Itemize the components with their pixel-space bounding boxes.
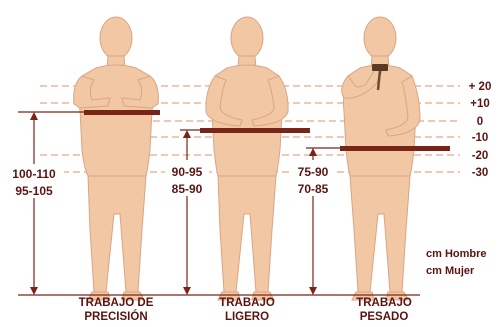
ref-label-plus-20: + 20 [469, 81, 492, 93]
figure-heavy-work [342, 17, 420, 300]
legs [88, 176, 146, 292]
arrow-up-icon [183, 130, 191, 138]
height-men-precision: 100-110 [12, 167, 56, 181]
caption-light-line1: TRABAJO [219, 297, 275, 309]
height-women-light: 85-90 [172, 182, 203, 196]
caption-precision-line1: TRABAJO DE [79, 297, 154, 309]
caption-heavy-line2: PESADO [360, 311, 409, 323]
arrow-up-icon [309, 148, 317, 156]
arrow-down-icon [309, 287, 317, 295]
head [231, 17, 263, 59]
ref-label-zero: 0 [477, 116, 483, 128]
surface-precision [84, 110, 160, 115]
legs [350, 176, 410, 292]
surface-heavy [340, 146, 450, 151]
ref-label-minus-30: -30 [472, 167, 489, 179]
height-men-heavy: 75-90 [298, 165, 329, 179]
ref-label-minus-20: -20 [472, 150, 489, 162]
caption-heavy-line1: TRABAJO [356, 297, 412, 309]
caption-precision-line2: PRECISIÓN [84, 310, 147, 323]
height-women-heavy: 70-85 [298, 182, 329, 196]
arrow-down-icon [30, 287, 38, 295]
ref-label-plus-10: +10 [470, 98, 490, 110]
head [100, 17, 132, 59]
ref-label-minus-10: -10 [472, 132, 489, 144]
legs [218, 176, 276, 292]
height-women-precision: 95-105 [15, 184, 53, 198]
caption-light-line2: LIGERO [225, 311, 269, 323]
legend-women: cm Mujer [426, 265, 475, 277]
height-men-light: 90-95 [172, 165, 203, 179]
figure-light-work [206, 17, 288, 300]
legend-men: cm Hombre [426, 248, 487, 260]
surface-light [200, 128, 310, 133]
arrow-up-icon [30, 112, 38, 120]
head [364, 17, 396, 59]
arrow-down-icon [183, 287, 191, 295]
figure-precision-work [74, 17, 159, 300]
